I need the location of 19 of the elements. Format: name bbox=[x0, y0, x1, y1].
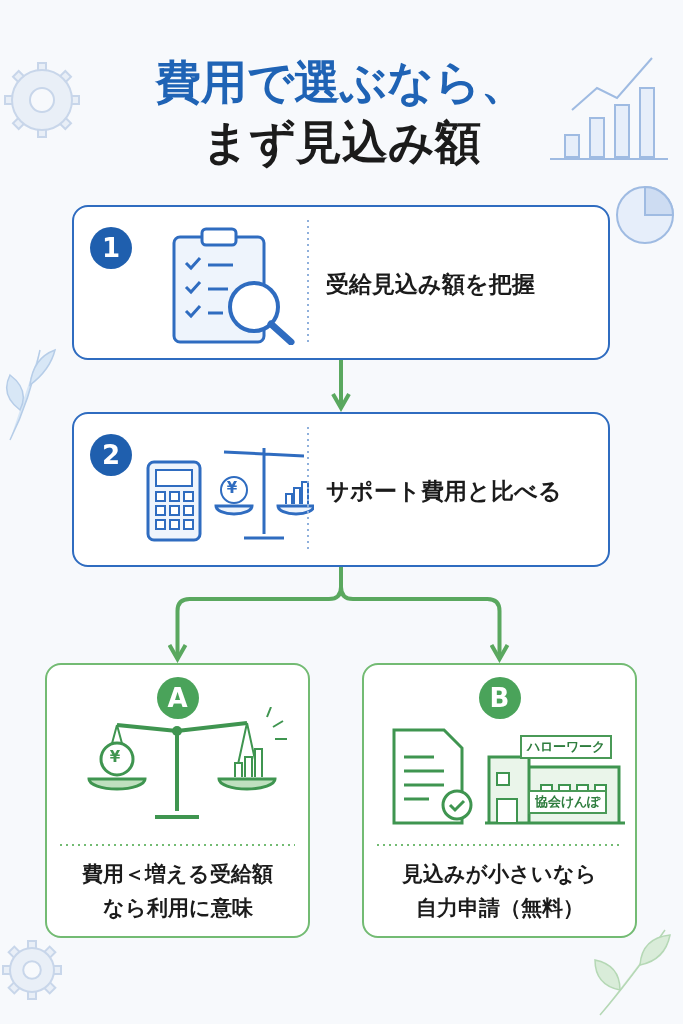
step-box bbox=[72, 412, 610, 567]
step-text: サポート費用と比べる bbox=[326, 477, 563, 506]
step-box bbox=[72, 205, 610, 360]
step-text: 受給見込み額を把握 bbox=[326, 270, 536, 299]
step-number: B bbox=[478, 677, 521, 719]
option-text: 費用＜増える受給額なら利用に意味 bbox=[81, 861, 274, 922]
step-number: 1 bbox=[90, 227, 132, 269]
yen-sign: ¥ bbox=[108, 748, 122, 766]
building-sign: ハローワーク bbox=[520, 735, 612, 759]
step-number: 2 bbox=[90, 434, 132, 476]
arrow bbox=[331, 360, 351, 410]
title: 費用で選ぶなら、まず見込み額 bbox=[154, 54, 528, 171]
building-sign: 協会けんぽ bbox=[528, 790, 607, 814]
option-text: 見込みが小さいなら自力申請（無料） bbox=[401, 861, 598, 922]
yen-sign: ¥ bbox=[225, 479, 239, 497]
option-box bbox=[45, 663, 310, 938]
arrow bbox=[339, 567, 510, 661]
step-number: A bbox=[156, 677, 199, 719]
option-box bbox=[362, 663, 637, 938]
